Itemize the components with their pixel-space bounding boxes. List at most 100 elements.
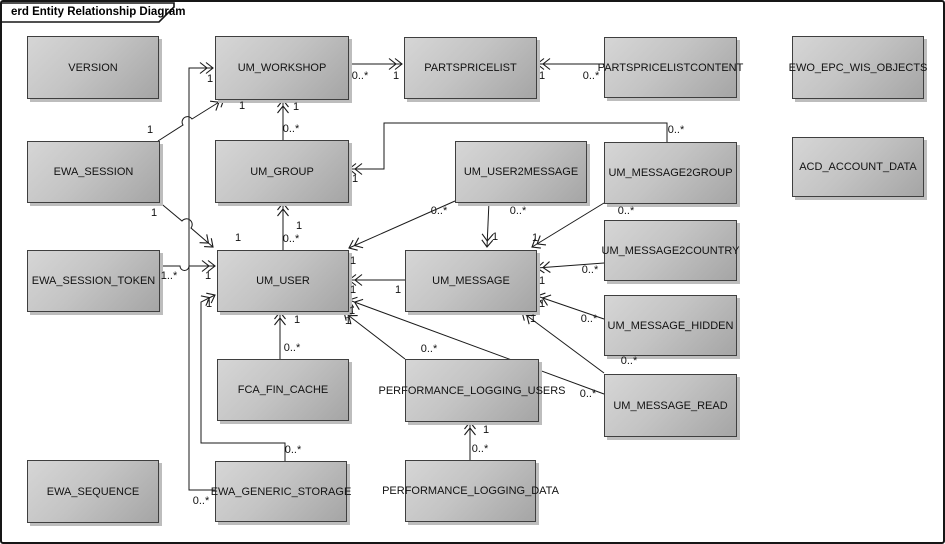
connector-um_user2message-to-um_user[interactable] <box>348 200 456 251</box>
multiplicity-label: 0..* <box>471 443 489 455</box>
connector-ewa_session-to-um_workshop[interactable] <box>157 97 225 142</box>
entity-label: UM_USER <box>256 275 310 287</box>
multiplicity-label: 0..* <box>617 205 635 217</box>
multiplicity-label: 0..* <box>667 124 685 136</box>
multiplicity-label: 1 <box>344 315 352 327</box>
entity-label: UM_USER2MESSAGE <box>463 166 579 178</box>
multiplicity-label: 1 <box>204 270 212 282</box>
entity-label: UM_MESSAGE2GROUP <box>608 167 733 179</box>
entity-label: PERFORMANCE_LOGGING_USERS <box>378 384 566 397</box>
multiplicity-label: 1 <box>538 70 546 82</box>
connector-um_message_read-to-um_message[interactable] <box>521 311 605 374</box>
multiplicity-label: 1 <box>529 313 537 325</box>
entity-label: EWA_SESSION_TOKEN <box>31 275 156 287</box>
multiplicity-label: 0..* <box>283 342 301 354</box>
multiplicity-label: 1 <box>349 284 357 296</box>
multiplicity-label: 1 <box>348 305 356 317</box>
entity-label: EWA_SESSION <box>53 166 134 178</box>
connector-ewa_generic_storage-to-um_user[interactable] <box>200 292 286 461</box>
entity-version[interactable]: VERSION <box>27 36 159 99</box>
multiplicity-label: 1 <box>531 232 539 244</box>
multiplicity-label: 1 <box>394 284 402 296</box>
multiplicity-label: 0..* <box>581 264 599 276</box>
entity-label: FCA_FIN_CACHE <box>237 384 329 396</box>
entity-um_message2group[interactable]: UM_MESSAGE2GROUP <box>604 142 737 204</box>
entity-um_message[interactable]: UM_MESSAGE <box>405 250 537 312</box>
multiplicity-label: 0..* <box>282 233 300 245</box>
entity-um_workshop[interactable]: UM_WORKSHOP <box>215 36 349 100</box>
connector-um_message_read-to-um_user[interactable] <box>348 296 605 395</box>
entity-label: EWA_GENERIC_STORAGE <box>210 485 352 498</box>
entity-label: UM_MESSAGE_HIDDEN <box>607 319 734 332</box>
multiplicity-label: 1 <box>392 70 400 82</box>
multiplicity-label: 1 <box>538 275 546 287</box>
multiplicity-label: 1 <box>146 124 154 136</box>
connector-ewa_session-to-um_user[interactable] <box>157 200 214 248</box>
entity-um_group[interactable]: UM_GROUP <box>215 140 349 203</box>
multiplicity-label: 1 <box>234 232 242 244</box>
multiplicity-label: 0..* <box>509 205 527 217</box>
multiplicity-label: 0..* <box>580 313 598 325</box>
entity-label: UM_MESSAGE2COUNTRY <box>601 244 740 257</box>
entity-ewa_session[interactable]: EWA_SESSION <box>27 141 160 203</box>
multiplicity-label: 0..* <box>430 205 448 217</box>
multiplicity-label: 0..* <box>282 123 300 135</box>
connector-ewa_generic_storage-to-um_workshop[interactable] <box>188 62 215 491</box>
multiplicity-label: 0..* <box>284 444 302 456</box>
entity-performance_logging_users[interactable]: PERFORMANCE_LOGGING_USERS <box>378 359 566 422</box>
multiplicity-label: 0..* <box>582 70 600 82</box>
connector-um_message2group-to-um_group[interactable] <box>348 122 668 175</box>
entity-um_message_hidden[interactable]: UM_MESSAGE_HIDDEN <box>604 295 737 356</box>
multiplicity-label: 0..* <box>579 388 597 400</box>
frame-tab <box>2 2 175 23</box>
entity-acd_account_data[interactable]: ACD_ACCOUNT_DATA <box>792 137 924 197</box>
entity-um_user2message[interactable]: UM_USER2MESSAGE <box>455 141 587 203</box>
entity-label: UM_WORKSHOP <box>237 62 327 74</box>
connector-um_message_hidden-to-um_message[interactable] <box>536 292 605 320</box>
connector-um_user2message-to-um_message[interactable] <box>481 200 494 248</box>
entity-fca_fin_cache[interactable]: FCA_FIN_CACHE <box>217 359 349 421</box>
entity-ewa_session_token[interactable]: EWA_SESSION_TOKEN <box>27 250 160 312</box>
multiplicity-label: 1 <box>351 173 359 185</box>
entity-label: EWA_SEQUENCE <box>46 485 140 498</box>
multiplicity-label: 0..* <box>192 495 210 507</box>
entity-performance_logging_data[interactable]: PERFORMANCE_LOGGING_DATA <box>382 460 559 522</box>
multiplicity-label: 1 <box>293 314 301 326</box>
entity-label: ACD_ACCOUNT_DATA <box>799 161 917 173</box>
connector-performance_logging_users-to-um_user[interactable] <box>343 311 406 360</box>
multiplicity-label: 1 <box>292 101 300 113</box>
entity-label: PARTSPRICELISTCONTENT <box>597 61 744 74</box>
connector-um_message2country-to-um_message[interactable] <box>536 261 605 274</box>
multiplicity-label: 1 <box>491 231 499 243</box>
entity-label: UM_MESSAGE_READ <box>613 399 728 412</box>
entity-label: UM_GROUP <box>250 165 314 178</box>
multiplicity-label: 1 <box>482 424 490 436</box>
entity-ewa_generic_storage[interactable]: EWA_GENERIC_STORAGE <box>211 461 351 522</box>
multiplicity-label: 0..* <box>620 355 638 367</box>
entity-label: EWO_EPC_WIS_OBJECTS <box>788 61 928 74</box>
entity-partspricelist[interactable]: PARTSPRICELIST <box>404 37 537 99</box>
multiplicity-label: 1 <box>205 298 213 310</box>
multiplicity-label: 1 <box>150 207 158 219</box>
multiplicity-label: 1 <box>206 73 214 85</box>
multiplicity-label: 1 <box>349 255 357 267</box>
entity-label: UM_MESSAGE <box>432 275 510 287</box>
entity-partspricelistcontent[interactable]: PARTSPRICELISTCONTENT <box>598 37 743 98</box>
connector-um_message2group-to-um_message[interactable] <box>531 202 605 249</box>
multiplicity-label: 1..* <box>160 270 178 282</box>
multiplicity-label: 1 <box>538 298 546 310</box>
entity-label: VERSION <box>68 61 118 74</box>
multiplicity-label: 0..* <box>351 70 369 82</box>
entity-um_message2country[interactable]: UM_MESSAGE2COUNTRY <box>601 220 740 281</box>
connector-ewa_session_token-to-um_user[interactable] <box>159 260 216 272</box>
entity-um_message_read[interactable]: UM_MESSAGE_READ <box>604 374 737 437</box>
entity-label: PERFORMANCE_LOGGING_DATA <box>382 485 559 497</box>
entity-um_user[interactable]: UM_USER <box>217 250 349 312</box>
diagram-frame-title: erd Entity Relationship Diagram <box>11 6 186 18</box>
entity-ewa_sequence[interactable]: EWA_SEQUENCE <box>27 460 159 523</box>
frame-tab-shape <box>2 2 175 23</box>
multiplicity-label: 0..* <box>420 343 438 355</box>
entity-ewo_epc_wis_objects[interactable]: EWO_EPC_WIS_OBJECTS <box>789 36 927 99</box>
